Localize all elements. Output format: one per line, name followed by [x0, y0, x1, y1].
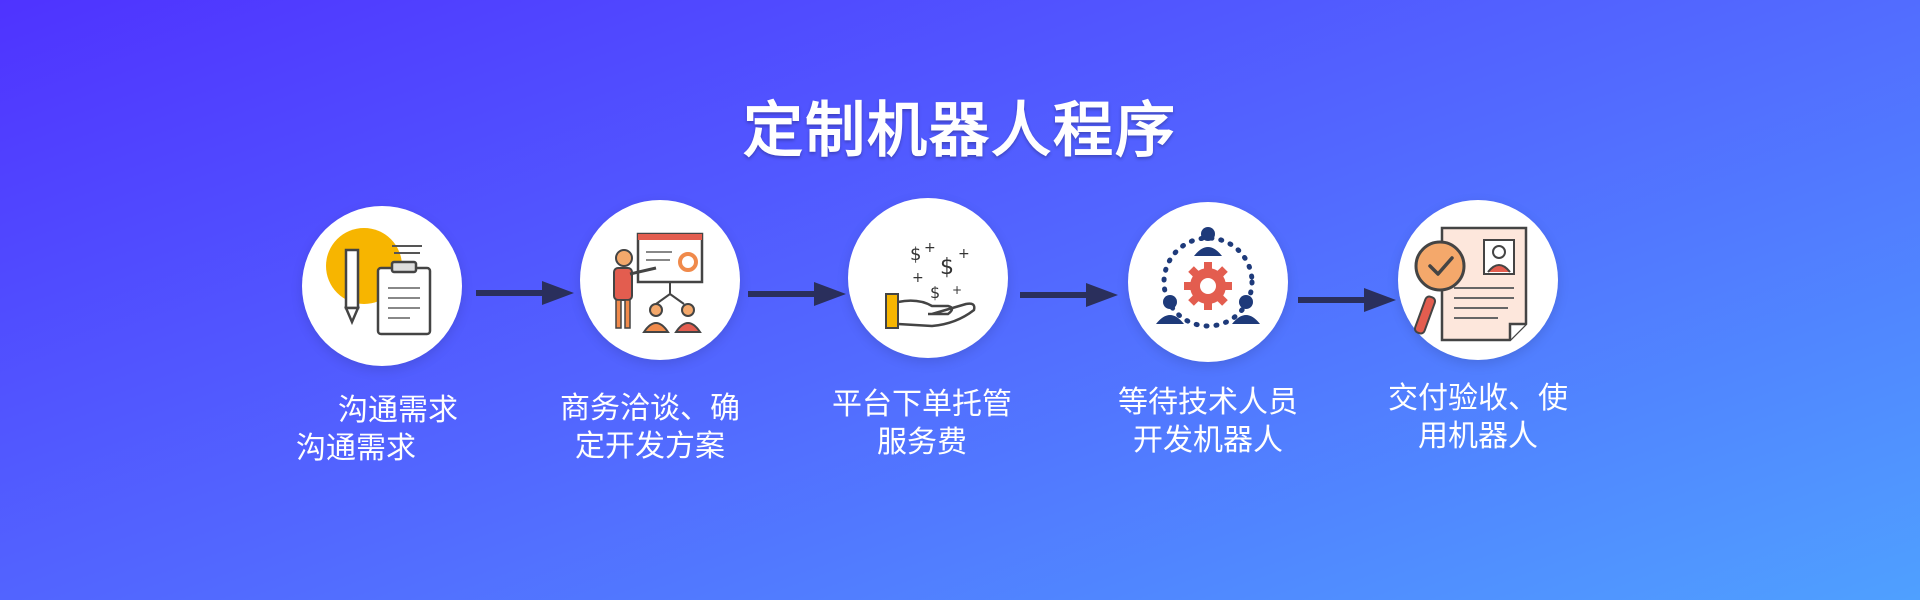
step-1-line-2: 沟通需求	[296, 431, 416, 466]
svg-text:$: $	[910, 244, 921, 265]
step-2-line-1: 商务洽谈、确	[560, 391, 740, 426]
team-gear-icon	[1156, 227, 1260, 329]
step-2-label: 商务洽谈、确 定开发方案	[530, 390, 770, 466]
step-3-line-1: 平台下单托管	[832, 387, 1012, 422]
step-4-label: 等待技术人员 开发机器人	[1088, 384, 1328, 460]
step-5-circle	[1398, 200, 1558, 360]
svg-text:+: +	[924, 240, 936, 256]
svg-text:$: $	[940, 255, 954, 280]
clipboard-pencil-icon	[326, 228, 432, 336]
step-5-line-2: 用机器人	[1418, 419, 1538, 454]
step-5-line-1: 交付验收、使	[1388, 381, 1568, 416]
hand-money-icon: $ + $ + + $ +	[885, 240, 976, 329]
arrow-2	[748, 282, 846, 306]
step-4-line-2: 开发机器人	[1133, 423, 1283, 458]
svg-text:+: +	[952, 283, 962, 297]
document-magnifier-check-icon	[1413, 226, 1528, 342]
svg-text:+: +	[958, 246, 970, 262]
page-title: 定制机器人程序	[743, 96, 1177, 166]
presentation-team-icon	[613, 232, 704, 333]
step-2-line-2: 定开发方案	[575, 429, 725, 464]
step-1-circle	[302, 206, 462, 366]
arrow-4	[1298, 288, 1396, 312]
arrow-1	[476, 281, 574, 305]
step-4-line-1: 等待技术人员	[1118, 385, 1298, 420]
step-5-label: 交付验收、使 用机器人	[1358, 380, 1598, 456]
step-2-circle	[580, 200, 740, 360]
svg-text:$: $	[930, 283, 940, 302]
step-3-circle: $ + $ + + $ +	[848, 198, 1008, 358]
svg-text:+: +	[912, 270, 924, 286]
step-1-line-1: 沟通需求	[338, 393, 458, 428]
step-4-circle	[1128, 202, 1288, 362]
step-3-line-2: 服务费	[877, 425, 967, 460]
step-1-label: 沟通需求 沟通需求	[258, 392, 498, 468]
arrow-3	[1020, 283, 1118, 307]
step-3-label: 平台下单托管 服务费	[802, 386, 1042, 462]
